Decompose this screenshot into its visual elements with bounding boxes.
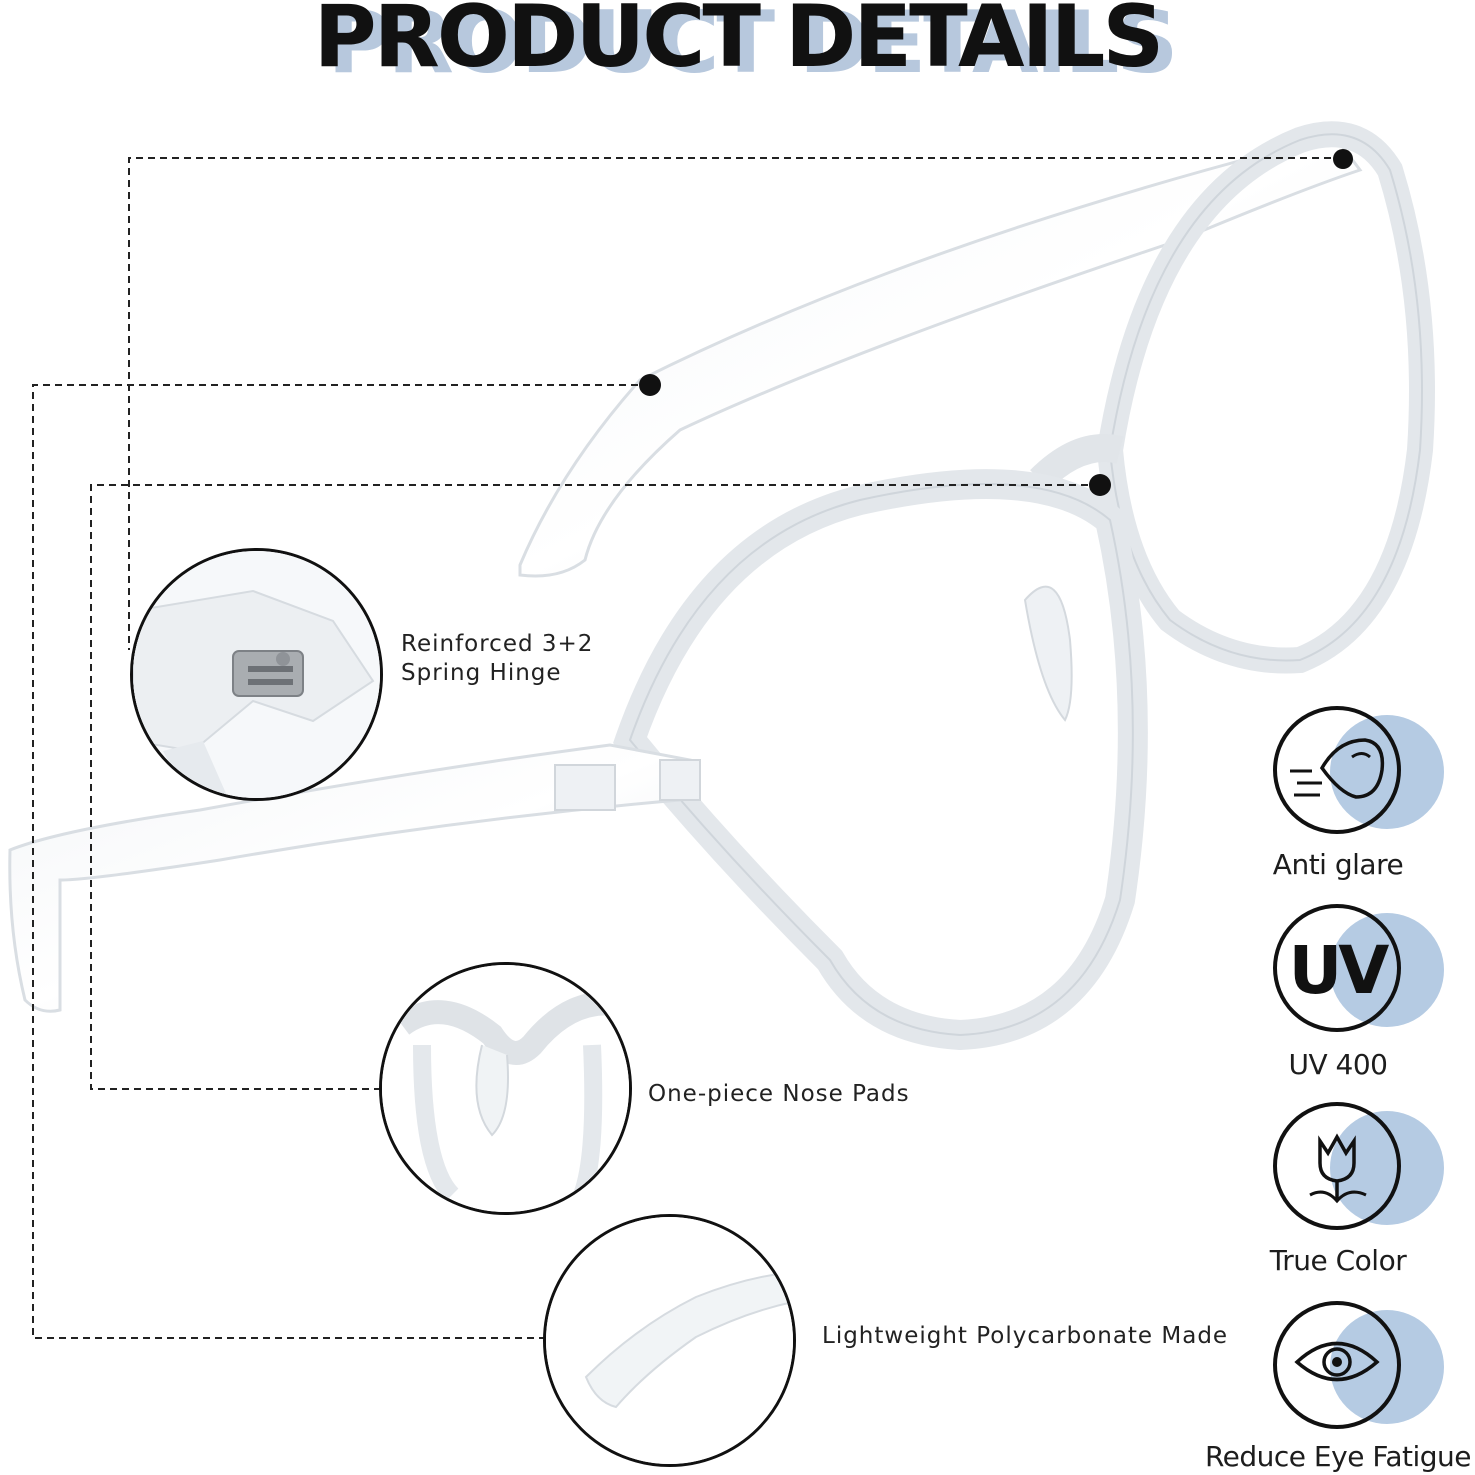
- hinge-marker-dot: [1333, 149, 1353, 169]
- uv-icon-text: UV: [1289, 932, 1390, 1009]
- uv-feature: UV: [1270, 903, 1450, 1033]
- true-color-feature: [1270, 1101, 1450, 1231]
- bridge-marker-dot: [1089, 474, 1111, 496]
- nose-pad-leader-line: [90, 484, 1100, 1090]
- uv-icon: UV: [1273, 904, 1444, 1032]
- hinge-label: Reinforced 3+2 Spring Hinge: [401, 630, 593, 688]
- nose-pad-detail-image: [382, 965, 629, 1212]
- nose-pad-detail-circle: [379, 962, 632, 1215]
- anti-glare-icon: [1273, 706, 1444, 834]
- true-color-label: True Color: [1269, 1244, 1407, 1277]
- nose-pad-label: One-piece Nose Pads: [648, 1081, 910, 1107]
- page-title: PRODUCT DETAILS: [313, 0, 1165, 87]
- lightweight-leader-line: [32, 384, 650, 1339]
- hinge-detail-circle: [130, 548, 383, 801]
- hinge-detail-image: [133, 551, 380, 798]
- anti-glare-label: Anti glare: [1272, 848, 1404, 881]
- tulip-icon: [1273, 1102, 1444, 1230]
- hinge-leader-line: [128, 157, 1343, 650]
- anti-glare-feature: [1270, 705, 1450, 835]
- lightweight-label: Lightweight Polycarbonate Made: [822, 1323, 1229, 1349]
- title-block: PRODUCT DETAILS PRODUCT DETAILS: [0, 0, 1475, 110]
- temple-tip-detail-image: [546, 1217, 793, 1464]
- eye-icon: [1273, 1301, 1444, 1429]
- reduce-eye-fatigue-label: Reduce Eye Fatigue: [1204, 1440, 1472, 1473]
- uv-400-label: UV 400: [1288, 1048, 1389, 1081]
- hinge-label-line1: Reinforced 3+2: [401, 631, 594, 657]
- title-shadow: PRODUCT DETAILS: [327, 0, 1179, 93]
- hinge-label-line2: Spring Hinge: [401, 660, 562, 686]
- eye-fatigue-feature: [1270, 1300, 1450, 1430]
- temple-tip-detail-circle: [543, 1214, 796, 1467]
- arm-marker-dot: [639, 374, 661, 396]
